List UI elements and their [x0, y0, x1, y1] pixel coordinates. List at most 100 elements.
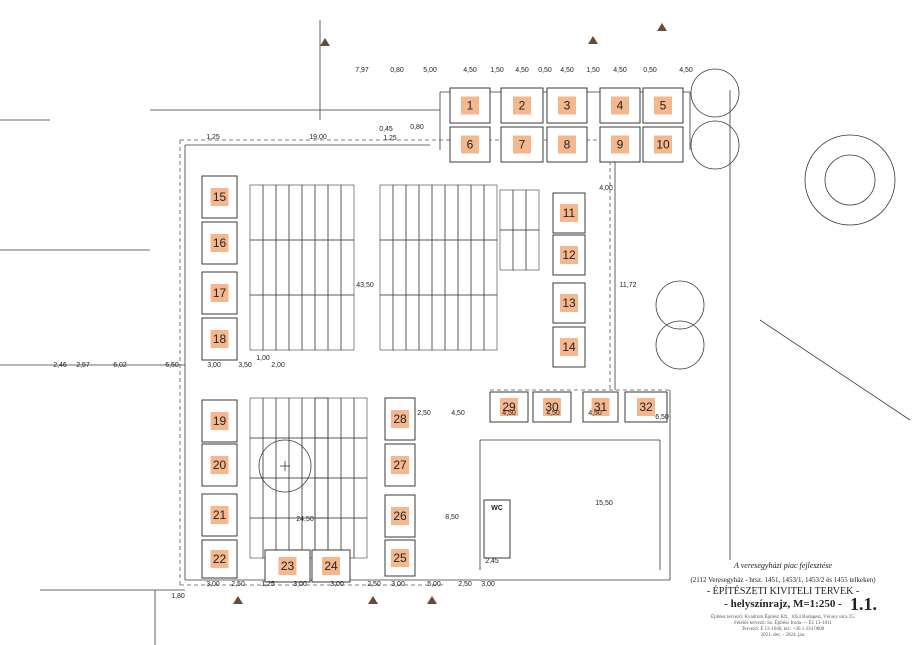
bench-grid-d: [314, 397, 368, 559]
dimension-label: 43,50: [356, 282, 374, 289]
stall: 30: [532, 391, 572, 423]
dimension-label: 5,00: [423, 67, 437, 74]
stall-number: 16: [213, 236, 227, 250]
stall-number: 2: [519, 99, 526, 113]
stall: 3: [546, 87, 588, 124]
stall-number-bg: [210, 188, 229, 206]
stall-number: 28: [393, 412, 407, 426]
stall-number-bg: [210, 330, 229, 348]
stall-outline: [449, 126, 491, 163]
roundabout-inner: [824, 154, 876, 206]
dimension-label: 1,50: [586, 67, 600, 74]
market-bench: [525, 189, 540, 231]
dimension-label: 2,57: [76, 362, 90, 369]
dimension-label: 11,72: [620, 282, 637, 289]
dimension-label: 2,45: [485, 558, 499, 565]
market-bench: [525, 229, 540, 271]
dimension-label: 4,50: [502, 410, 516, 417]
stall-outline: [201, 271, 238, 315]
stall-number: 18: [213, 332, 227, 346]
stall: 12: [552, 234, 586, 276]
market-bench: [392, 239, 407, 296]
stall-number: 8: [564, 138, 571, 152]
dimension-label: 4,50: [463, 67, 477, 74]
stall-number-bg: [560, 204, 578, 222]
entrance-marker-icon: [588, 36, 598, 44]
bench-grid-e: [499, 189, 540, 271]
wc-label: WC: [491, 505, 503, 512]
stall: 27: [384, 443, 416, 487]
market-bench: [288, 294, 303, 351]
stall-number: 30: [545, 400, 559, 414]
stall-number-bg: [210, 412, 229, 430]
dimension-label: 4,50: [546, 410, 560, 417]
stall: 9: [599, 126, 641, 163]
roundabout-outer: [804, 134, 896, 226]
dimension-label: 1,00: [256, 355, 270, 362]
market-bench: [249, 477, 264, 519]
market-bench: [262, 397, 277, 439]
stall-number: 27: [393, 458, 407, 472]
stall: 18: [201, 317, 238, 361]
stall-number-bg: [611, 96, 629, 115]
market-bench: [275, 184, 290, 241]
market-bench: [314, 437, 329, 479]
dimension-label: 3,00: [330, 581, 344, 588]
dimension-label: 0,50: [538, 67, 552, 74]
stall-number-bg: [513, 96, 531, 115]
market-bench: [418, 184, 433, 241]
stall: 21: [201, 493, 238, 537]
dimension-label: 4,00: [599, 185, 613, 192]
tree-icon: [690, 120, 740, 170]
stall: 7: [500, 126, 544, 163]
dimension-label: 0,80: [390, 67, 404, 74]
dimension-label: 8,50: [445, 514, 459, 521]
market-bench: [288, 437, 303, 479]
entrance-marker-icon: [368, 596, 378, 604]
market-bench: [340, 294, 355, 351]
footer-line-2: Felelős tervező: Sz. Építész Iroda — É1 …: [734, 621, 832, 626]
project-title: A veresegyházi piac fejlesztése: [734, 561, 832, 570]
stall-number: 14: [562, 340, 576, 354]
market-bench: [249, 184, 264, 241]
stall: 29: [489, 391, 529, 423]
stall-number-bg: [654, 96, 672, 115]
stall-number: 1: [467, 99, 474, 113]
wc-group: WC: [483, 499, 511, 559]
dimension-label: 19,00: [309, 134, 327, 141]
bench-grid-a: [249, 184, 355, 351]
dimension-label: 2,50: [417, 410, 431, 417]
stall: 17: [201, 271, 238, 315]
dimension-label: 4,50: [588, 410, 602, 417]
market-bench: [327, 239, 342, 296]
stall-number: 7: [519, 138, 526, 152]
stall-number-bg: [654, 135, 672, 154]
market-bench: [327, 397, 342, 439]
dimension-label: 24,50: [296, 516, 314, 523]
dimension-label: 3,50: [238, 362, 252, 369]
entrance-marker-icon: [233, 596, 243, 604]
stall-number-bg: [637, 398, 655, 416]
stall-number: 29: [502, 400, 516, 414]
stall: 26: [384, 494, 416, 538]
stall-number-bg: [558, 96, 576, 115]
market-bench: [262, 184, 277, 241]
stall-number-bg: [591, 398, 610, 416]
stall: 20: [201, 443, 238, 487]
market-bench: [431, 294, 446, 351]
stall-number-bg: [500, 398, 518, 416]
market-bench: [288, 477, 303, 519]
market-bench: [405, 239, 420, 296]
market-bench: [262, 239, 277, 296]
stall-number: 11: [563, 206, 576, 220]
market-bench: [275, 294, 290, 351]
stall: 5: [642, 87, 684, 124]
tree-icon: [690, 68, 740, 118]
market-bench: [249, 239, 264, 296]
stall-outline: [552, 326, 586, 368]
stall-number-bg: [210, 550, 229, 568]
stall-number: 12: [562, 248, 576, 262]
market-bench: [275, 477, 290, 519]
stall-number-bg: [461, 135, 479, 154]
stall-number: 10: [656, 138, 670, 152]
